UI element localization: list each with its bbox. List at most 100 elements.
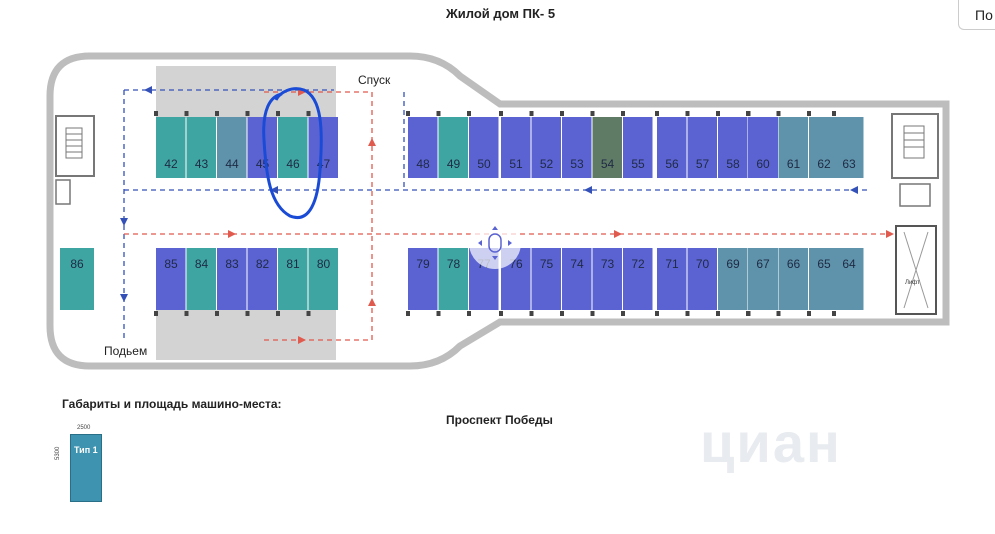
spot-label-51: 51 bbox=[509, 157, 523, 171]
pillar-marker bbox=[685, 111, 690, 116]
pillar-marker bbox=[529, 111, 534, 116]
spot-label-78: 78 bbox=[447, 257, 461, 271]
pillar-marker bbox=[184, 311, 189, 316]
pillar-marker bbox=[467, 311, 471, 316]
spot-79 bbox=[408, 248, 438, 310]
pillar-marker bbox=[154, 311, 158, 316]
spot-56 bbox=[657, 117, 687, 178]
street-name: Проспект Победы bbox=[446, 413, 553, 427]
spot-label-81: 81 bbox=[286, 257, 300, 271]
arrowheads-red bbox=[228, 88, 894, 344]
pillar-marker bbox=[276, 311, 280, 316]
spot-44 bbox=[217, 117, 247, 178]
spot-52 bbox=[531, 117, 561, 178]
pillar-marker bbox=[621, 111, 625, 116]
pillar-marker bbox=[276, 111, 280, 116]
spot-80 bbox=[308, 248, 338, 310]
spot-label-46: 46 bbox=[286, 157, 300, 171]
spot-82 bbox=[247, 248, 277, 310]
pillar-marker bbox=[655, 311, 659, 316]
spot-64 bbox=[834, 248, 864, 310]
pillar-marker bbox=[467, 111, 471, 116]
pillar-marker bbox=[215, 111, 219, 116]
spot-label-67: 67 bbox=[756, 257, 770, 271]
pillar-marker bbox=[406, 311, 410, 316]
pillar-marker bbox=[590, 311, 595, 316]
spot-57 bbox=[687, 117, 717, 178]
spot-label-44: 44 bbox=[225, 157, 239, 171]
spot-61 bbox=[778, 117, 808, 178]
outer-wall bbox=[46, 52, 950, 370]
pillar-marker bbox=[499, 111, 503, 116]
spot-86 bbox=[60, 248, 94, 310]
pillar-marker bbox=[529, 311, 534, 316]
spot-74 bbox=[562, 248, 592, 310]
spot-label-52: 52 bbox=[540, 157, 554, 171]
spot-label-62: 62 bbox=[817, 157, 831, 171]
cian-watermark-logo: циан bbox=[700, 411, 842, 474]
pillar-marker bbox=[621, 311, 625, 316]
spot-label-55: 55 bbox=[631, 157, 645, 171]
spot-55 bbox=[623, 117, 653, 178]
spot-label-75: 75 bbox=[540, 257, 554, 271]
pillar-marker bbox=[746, 111, 750, 116]
spot-label-63: 63 bbox=[842, 157, 856, 171]
spot-label-74: 74 bbox=[570, 257, 584, 271]
pillar-marker bbox=[807, 311, 811, 316]
spot-label-86: 86 bbox=[70, 257, 84, 271]
spot-label-57: 57 bbox=[696, 157, 710, 171]
spot-47 bbox=[308, 117, 338, 178]
pillar-marker bbox=[832, 311, 836, 316]
spot-label-48: 48 bbox=[416, 157, 430, 171]
pillar-marker bbox=[436, 111, 441, 116]
pillar-marker bbox=[436, 311, 441, 316]
spot-label-70: 70 bbox=[696, 257, 710, 271]
spot-label-53: 53 bbox=[570, 157, 584, 171]
spot-label-85: 85 bbox=[164, 257, 178, 271]
corner-button[interactable]: По bbox=[958, 0, 995, 30]
spot-label-50: 50 bbox=[477, 157, 491, 171]
pillar-marker bbox=[245, 311, 250, 316]
spot-label-49: 49 bbox=[447, 157, 461, 171]
spot-43 bbox=[186, 117, 216, 178]
spot-label-82: 82 bbox=[256, 257, 270, 271]
spot-label-61: 61 bbox=[787, 157, 801, 171]
pillar-marker bbox=[716, 111, 720, 116]
pillar-marker bbox=[306, 111, 311, 116]
spot-label-42: 42 bbox=[164, 157, 178, 171]
spot-60 bbox=[748, 117, 778, 178]
pillar-marker bbox=[832, 111, 836, 116]
spot-53 bbox=[562, 117, 592, 178]
pillar-marker bbox=[560, 111, 564, 116]
spots-row-bottom: 8584838281807978777675747372717069686766… bbox=[154, 248, 864, 316]
arrowheads-blue bbox=[120, 86, 858, 302]
spot-label-66: 66 bbox=[787, 257, 801, 271]
spot-label-43: 43 bbox=[195, 157, 209, 171]
spot-67 bbox=[748, 248, 778, 310]
pillar-marker bbox=[184, 111, 189, 116]
spot-label-56: 56 bbox=[665, 157, 679, 171]
pillar-marker bbox=[776, 111, 781, 116]
spot-label-54: 54 bbox=[601, 157, 615, 171]
pillar-marker bbox=[154, 111, 158, 116]
spot-label-71: 71 bbox=[665, 257, 679, 271]
spot-85 bbox=[156, 248, 186, 310]
legend-width: 2500 bbox=[77, 425, 91, 431]
pillar-marker bbox=[716, 311, 720, 316]
spot-label-83: 83 bbox=[225, 257, 239, 271]
stairs-left-icon bbox=[55, 115, 95, 205]
pillar-marker bbox=[746, 311, 750, 316]
legend-swatch bbox=[70, 434, 102, 502]
spot-75 bbox=[531, 248, 561, 310]
legend-title: Габариты и площадь машино-места: bbox=[62, 397, 282, 411]
ascent-label: Подьем bbox=[104, 344, 148, 358]
spot-69 bbox=[718, 248, 748, 310]
spot-48 bbox=[408, 117, 438, 178]
spot-label-79: 79 bbox=[416, 257, 430, 271]
spot-label-65: 65 bbox=[817, 257, 831, 271]
spot-label-60: 60 bbox=[756, 157, 770, 171]
spot-73 bbox=[592, 248, 622, 310]
spot-54 bbox=[592, 117, 622, 178]
pillar-marker bbox=[245, 111, 250, 116]
